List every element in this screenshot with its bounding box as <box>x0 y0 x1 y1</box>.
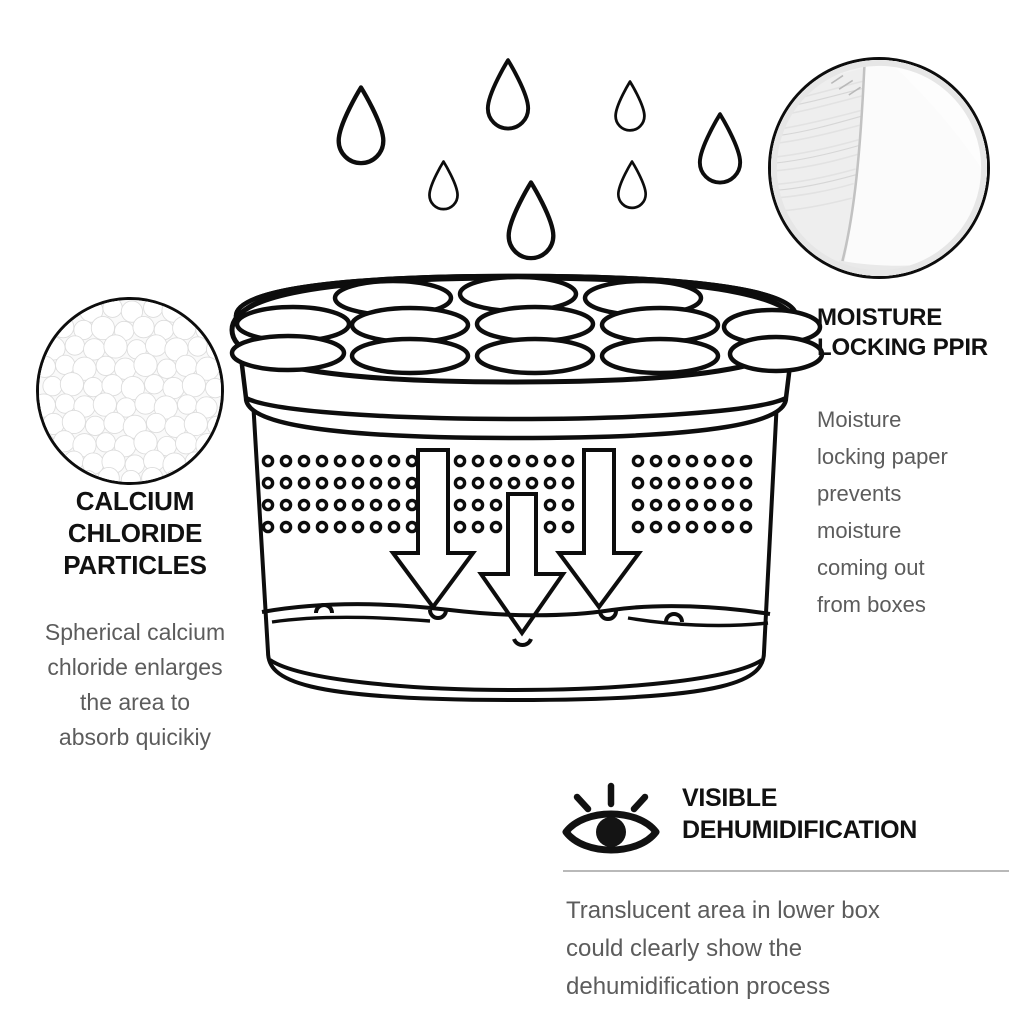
calcium-heading-line-3: PARTICLES <box>63 550 207 581</box>
visible-dehumidification-header: VISIBLE DEHUMIDIFICATION <box>560 778 1015 858</box>
lid-vent-hole <box>332 278 454 318</box>
visible-dehumidification-divider <box>563 870 1009 872</box>
visible-heading-line-1: VISIBLE <box>682 784 778 812</box>
water-drop-icon <box>697 112 743 185</box>
calcium-heading-line-2: CHLORIDE <box>67 518 203 549</box>
lid-vent-hole <box>457 274 579 314</box>
container-body <box>251 398 779 702</box>
moisture-locking-body: Moisture locking paper prevents moisture… <box>817 402 1017 624</box>
visible-dehumidification-body: Translucent area in lower box could clea… <box>566 892 996 1006</box>
water-drop-icon <box>428 160 459 211</box>
moisture-body-line-3: prevents <box>817 480 902 506</box>
moisture-body-line-6: from boxes <box>817 591 926 617</box>
calcium-body-line-2: chloride enlarges <box>47 653 223 680</box>
visible-body-line-2: could clearly show the <box>566 934 803 962</box>
flow-arrow-left <box>389 448 477 611</box>
eye-icon-art <box>562 782 660 854</box>
lid-vent-hole <box>229 333 347 373</box>
lid-vent-hole <box>727 334 825 374</box>
water-bead <box>314 603 334 614</box>
lid-vent-hole <box>234 304 352 344</box>
water-bead <box>664 612 684 623</box>
lid-vent-hole <box>474 336 596 376</box>
moisture-locking-paper-photo <box>768 57 990 279</box>
dot-section-left <box>261 454 419 534</box>
paper-photo-art <box>771 60 987 276</box>
moisture-body-line-4: moisture <box>817 517 902 543</box>
eyelash-left <box>573 793 592 813</box>
flow-arrow-right <box>555 448 643 611</box>
moisture-locking-heading: MOISTURE LOCKING PPIR <box>817 303 1024 363</box>
visible-dehumidification-block: VISIBLE DEHUMIDIFICATION Translucent are… <box>560 778 1015 1006</box>
calcium-body-line-4: absorb quicikiy <box>58 723 212 750</box>
calcium-chloride-body: Spherical calcium chloride enlarges the … <box>4 615 266 755</box>
water-bead <box>512 638 533 647</box>
lid-vent-hole <box>349 305 471 345</box>
moisture-heading-line-1: MOISTURE <box>817 304 943 331</box>
lid-vent-hole <box>349 336 471 376</box>
water-droplets-group <box>339 58 743 258</box>
lid-vent-hole <box>599 336 721 376</box>
vented-lid <box>229 273 825 441</box>
water-drop-icon <box>509 182 554 258</box>
particles-photo-art <box>39 300 221 482</box>
water-drop-icon <box>616 160 648 210</box>
flow-arrow-center <box>477 492 567 637</box>
water-drop-icon <box>614 80 646 132</box>
water-drop-icon <box>339 87 384 163</box>
moisture-heading-line-2: LOCKING PPIR <box>817 333 988 361</box>
water-surface-line <box>261 602 771 647</box>
water-drop-icon <box>485 58 531 131</box>
moisture-body-line-5: coming out <box>817 554 925 580</box>
lid-vent-hole <box>599 305 721 345</box>
dot-section-right <box>631 454 753 534</box>
lid-vent-holes-group <box>229 274 825 376</box>
lid-vent-hole <box>474 304 596 344</box>
calcium-body-line-1: Spherical calcium <box>44 619 226 645</box>
lid-vent-hole <box>582 278 704 318</box>
dot-section-center <box>453 454 575 534</box>
perforation-dots-group <box>261 454 753 534</box>
calcium-chloride-photo <box>36 297 224 485</box>
lid-vent-hole <box>721 307 823 347</box>
calcium-heading-line-1: CALCIUM <box>75 486 195 516</box>
calcium-chloride-heading: CALCIUM CHLORIDE PARTICLES <box>10 485 260 582</box>
moisture-body-line-1: Moisture <box>817 407 902 432</box>
moisture-body-line-2: locking paper <box>817 443 948 469</box>
eye-pupil <box>596 817 626 847</box>
visible-heading-line-2: DEHUMIDIFICATION <box>682 816 917 844</box>
water-bead <box>428 609 448 620</box>
water-bead <box>598 610 618 621</box>
visible-dehumidification-heading: VISIBLE DEHUMIDIFICATION <box>682 778 917 846</box>
moisture-flow-arrows-group <box>389 448 643 637</box>
visible-body-line-3: dehumidification process <box>566 972 831 1000</box>
visible-body-line-1: Translucent area in lower box <box>566 897 880 924</box>
eye-icon <box>560 780 664 858</box>
eyelash-right <box>630 793 649 813</box>
calcium-body-line-3: the area to <box>80 688 190 715</box>
